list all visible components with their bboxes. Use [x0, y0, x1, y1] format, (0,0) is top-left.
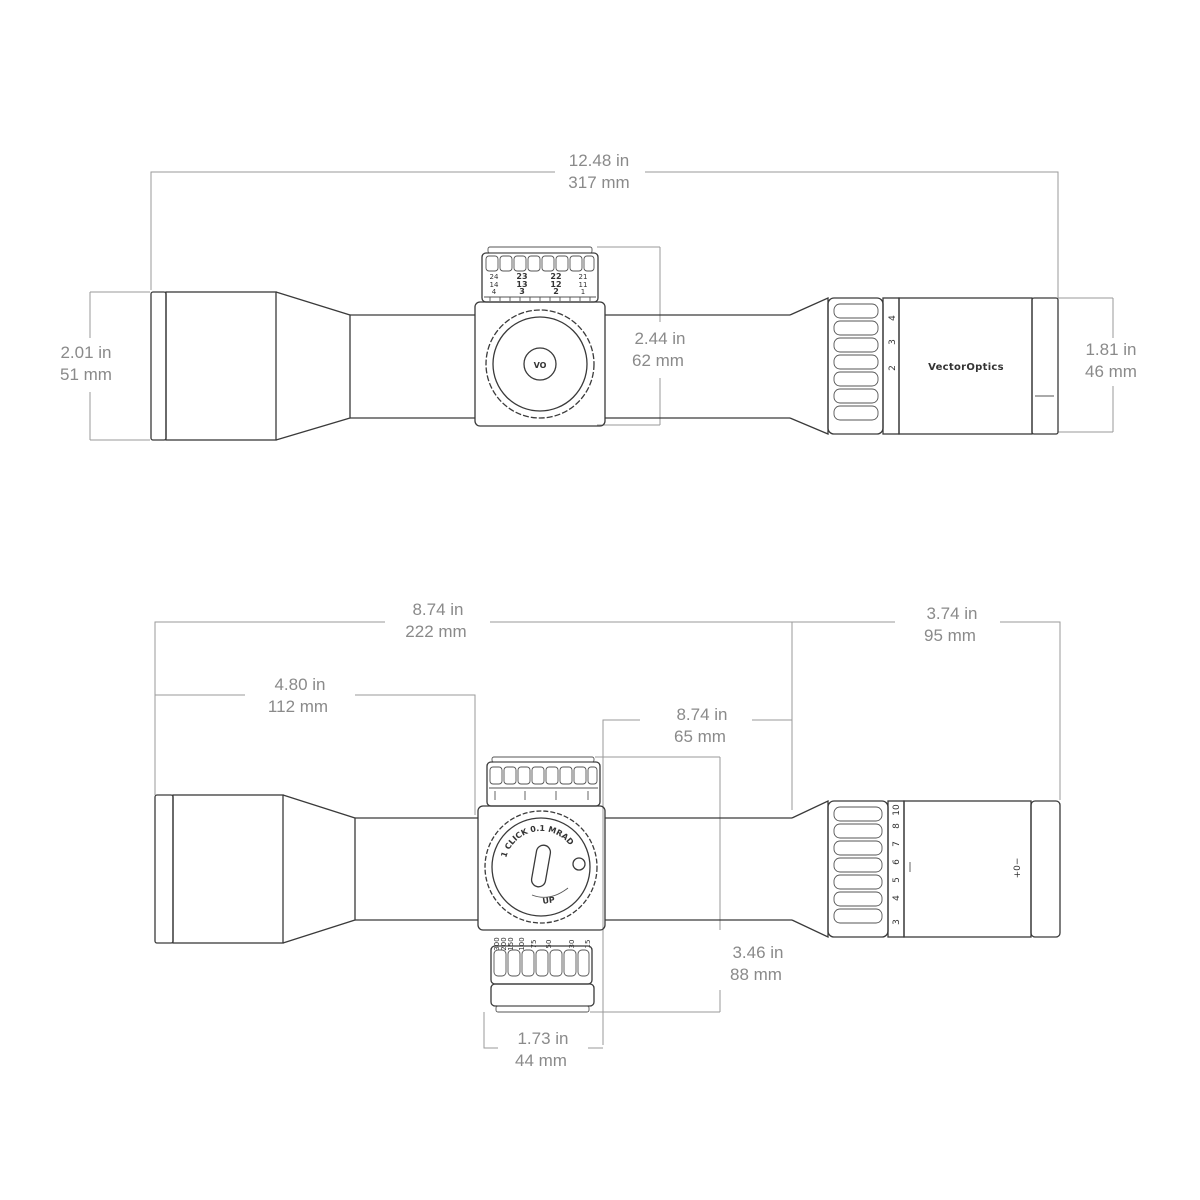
- turret-total-height-mm: 88 mm: [730, 965, 782, 984]
- overall-length-in: 12.48 in: [569, 151, 630, 170]
- top-scope-outline: 24 23 22 21 14 13 12 11 4 3 2 1: [150, 246, 1059, 441]
- svg-text:7: 7: [892, 841, 902, 847]
- svg-text:2: 2: [553, 287, 559, 296]
- objective-to-turret-dimension: 4.80 in 112 mm: [155, 675, 476, 815]
- brand-emblem: [523, 347, 557, 381]
- mount-span-mm: 65 mm: [674, 727, 726, 746]
- side-eyepiece-taper: [791, 799, 829, 939]
- svg-text:23: 23: [516, 272, 527, 281]
- svg-text:3: 3: [888, 339, 898, 345]
- coin-slot: [530, 844, 552, 888]
- eyepiece-length-dimension: 3.74 in 95 mm: [791, 604, 1061, 810]
- emblem-icon: VO: [534, 361, 547, 370]
- brand-logo: VectorOptics: [928, 362, 1004, 373]
- svg-text:1: 1: [581, 288, 585, 296]
- overall-length-mm: 317 mm: [568, 173, 629, 192]
- svg-text:15: 15: [584, 940, 592, 949]
- svg-text:13: 13: [516, 280, 527, 289]
- svg-text:21: 21: [579, 273, 588, 281]
- svg-text:14: 14: [490, 281, 499, 289]
- svg-text:200: 200: [500, 937, 508, 950]
- svg-text:4: 4: [492, 288, 497, 296]
- parallax-scale: 300 200 150 100 75 50 30 15: [493, 937, 592, 950]
- windage-knob: [492, 316, 588, 412]
- top-view: 12.48 in 317 mm 2.01 in 51 mm 2.44 in 62…: [60, 151, 1137, 441]
- svg-text:4: 4: [892, 895, 902, 901]
- parallax-knurling: [493, 949, 590, 977]
- side-scope-outline: 1 CLICK 0.1 MRAD UP 300 200 150 100 75 5…: [154, 756, 1061, 1013]
- svg-text:75: 75: [530, 940, 538, 949]
- up-arrow: [531, 887, 569, 898]
- side-windage-knurl: [484, 810, 598, 924]
- svg-text:3: 3: [519, 287, 525, 296]
- turret-height-in: 2.44 in: [634, 329, 685, 348]
- length-to-ring-in: 8.74 in: [412, 600, 463, 619]
- turret-total-height-in: 3.46 in: [732, 943, 783, 962]
- svg-text:4: 4: [888, 315, 898, 321]
- side-objective-taper: [282, 794, 356, 944]
- objective-diameter-mm: 51 mm: [60, 365, 112, 384]
- side-eyepiece-cap: [1030, 800, 1061, 938]
- side-objective-bell: [172, 794, 284, 944]
- eyepiece-length-in: 3.74 in: [926, 604, 977, 623]
- side-mag-scale-band: [887, 800, 905, 938]
- svg-text:5: 5: [892, 877, 902, 883]
- turret-height-dimension: 2.44 in 62 mm: [597, 246, 686, 426]
- turret-total-height-dimension: 3.46 in 88 mm: [590, 756, 784, 1013]
- svg-text:300: 300: [493, 937, 501, 950]
- svg-text:12: 12: [550, 280, 561, 289]
- objective-cap: [150, 291, 167, 441]
- diopter-mark: +0−: [1013, 858, 1023, 879]
- eyepiece-taper: [789, 296, 829, 435]
- side-eyepiece-body: [903, 800, 1032, 938]
- length-to-ring-mm: 222 mm: [405, 622, 466, 641]
- eyepiece-diameter-dimension: 1.81 in 46 mm: [1058, 297, 1137, 433]
- eyepiece-cap: [1031, 297, 1059, 435]
- side-elevation-knurling: [489, 766, 598, 785]
- parallax-base: [490, 983, 595, 1007]
- objective-diameter-in: 2.01 in: [60, 343, 111, 362]
- objective-to-turret-in: 4.80 in: [274, 675, 325, 694]
- overall-length-dimension: 12.48 in 317 mm: [150, 151, 1059, 298]
- svg-text:3: 3: [892, 919, 902, 925]
- eyepiece-length-mm: 95 mm: [924, 626, 976, 645]
- svg-text:2: 2: [888, 365, 898, 371]
- svg-text:30: 30: [568, 940, 576, 949]
- mount-span-dimension: 8.74 in 65 mm: [602, 705, 792, 1045]
- svg-text:150: 150: [507, 937, 515, 950]
- objective-bell: [165, 291, 277, 441]
- side-windage-knob: [491, 817, 591, 917]
- eyepiece-diameter-in: 1.81 in: [1085, 340, 1136, 359]
- reset-dot: [572, 857, 586, 871]
- length-to-ring-dimension: 8.74 in 222 mm: [154, 600, 792, 795]
- turret-width-mm: 44 mm: [515, 1051, 567, 1070]
- svg-text:6: 6: [892, 859, 902, 865]
- side-mag-scale: 10 8 7 6 5 4 3: [892, 804, 902, 925]
- objective-diameter-dimension: 2.01 in 51 mm: [60, 291, 150, 441]
- svg-text:100: 100: [518, 937, 526, 950]
- svg-text:24: 24: [490, 273, 499, 281]
- turret-width-in: 1.73 in: [517, 1029, 568, 1048]
- svg-text:10: 10: [892, 804, 902, 816]
- svg-text:11: 11: [579, 281, 588, 289]
- eyepiece-diameter-mm: 46 mm: [1085, 362, 1137, 381]
- turret-up-text: UP: [542, 895, 556, 906]
- objective-to-turret-mm: 112 mm: [268, 697, 328, 716]
- windage-knob-knurl: [485, 309, 595, 419]
- turret-width-dimension: 1.73 in 44 mm: [483, 1012, 603, 1070]
- objective-taper: [275, 291, 351, 441]
- side-view: 8.74 in 222 mm 3.74 in 95 mm 4.80 in 112…: [154, 600, 1061, 1070]
- turret-height-mm: 62 mm: [632, 351, 684, 370]
- mag-ring-knurling: [833, 303, 879, 421]
- side-objective-cap: [154, 794, 174, 944]
- svg-text:22: 22: [550, 272, 561, 281]
- svg-text:8: 8: [892, 823, 902, 829]
- svg-text:50: 50: [545, 940, 553, 949]
- side-mag-knurling: [833, 806, 883, 924]
- elevation-turret-knurling: [485, 255, 595, 272]
- elevation-scale: 24 23 22 21 14 13 12 11 4 3 2 1: [484, 272, 596, 301]
- mount-span-in: 8.74 in: [676, 705, 727, 724]
